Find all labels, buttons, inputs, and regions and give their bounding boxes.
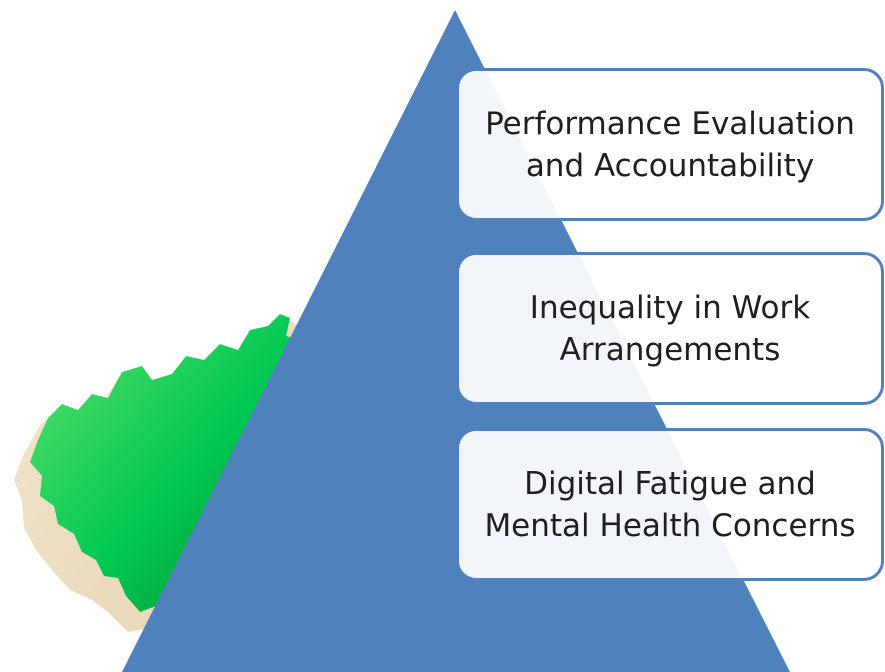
pyramid-level-3-box: Digital Fatigue and Mental Health Concer… bbox=[456, 428, 884, 581]
pyramid-level-1-label: Performance Evaluation and Accountabilit… bbox=[485, 105, 855, 184]
pyramid-level-3-label: Digital Fatigue and Mental Health Concer… bbox=[484, 465, 856, 544]
pyramid-level-1-box: Performance Evaluation and Accountabilit… bbox=[456, 68, 884, 221]
region-map bbox=[30, 314, 300, 620]
pyramid-level-2-box: Inequality in Work Arrangements bbox=[456, 252, 884, 405]
pyramid-level-2-label: Inequality in Work Arrangements bbox=[529, 289, 811, 368]
